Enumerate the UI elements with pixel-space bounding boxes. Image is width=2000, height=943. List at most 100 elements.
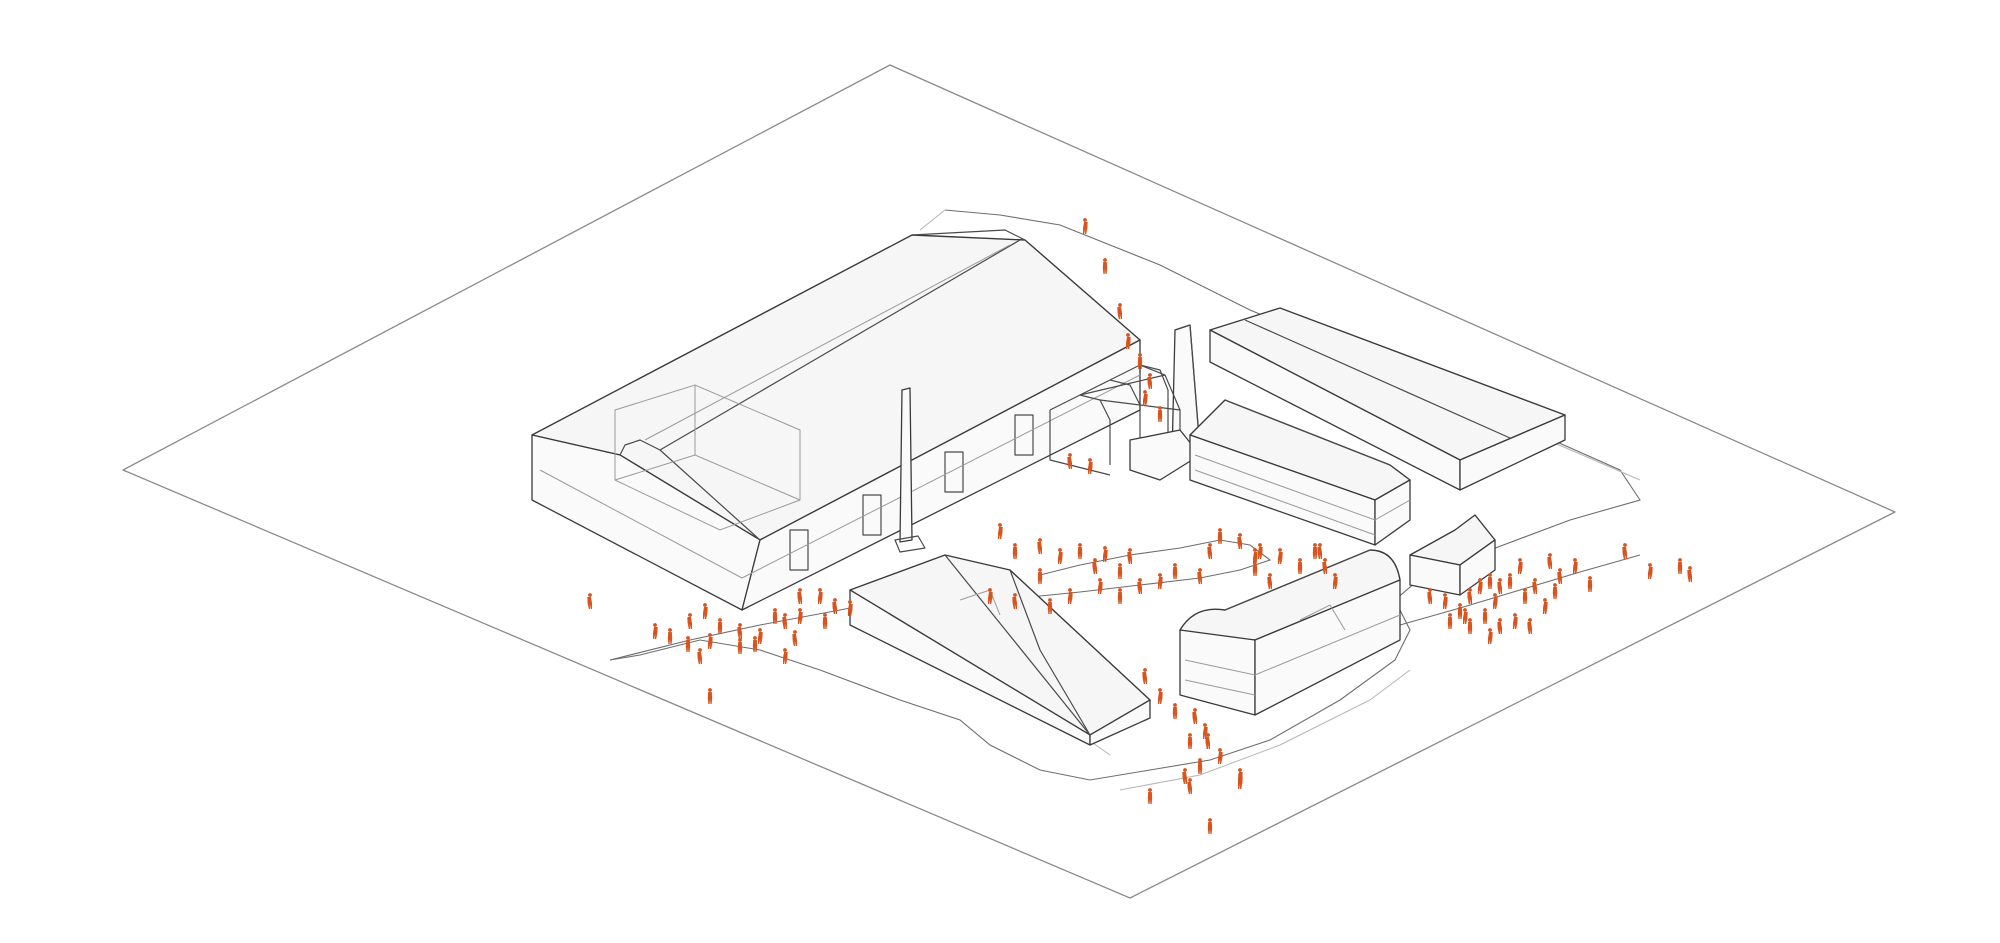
person-figure [1117, 563, 1123, 579]
person-figure [1047, 598, 1053, 614]
person-figure [1127, 548, 1133, 564]
person-figure [1462, 608, 1468, 624]
person-figure [1077, 543, 1083, 559]
person-figure [687, 613, 693, 629]
person-figure [792, 630, 798, 646]
person-figure [1192, 708, 1198, 724]
person-figure [1102, 258, 1108, 274]
person-figure [1217, 528, 1223, 544]
south-pavilion [849, 554, 1151, 746]
person-figure [685, 636, 691, 652]
person-figure [832, 598, 838, 614]
person-figure [1257, 543, 1263, 559]
person-figure [1137, 353, 1143, 369]
person-figure [1172, 703, 1178, 719]
person-figure [1087, 458, 1093, 474]
person-figure [1647, 563, 1653, 579]
person-figure [1512, 613, 1518, 629]
person-figure [1332, 573, 1338, 589]
person-figure [1487, 573, 1493, 589]
person-figure [1322, 558, 1328, 574]
person-figure [797, 608, 803, 624]
person-figure [1037, 568, 1043, 584]
person-figure [997, 523, 1003, 539]
person-figure [1057, 548, 1063, 564]
person-figure [1442, 593, 1448, 609]
main-warehouse [531, 229, 1141, 611]
person-figure [1677, 558, 1683, 574]
person-figure [1197, 568, 1203, 584]
person-figure [707, 688, 713, 704]
person-figure [1142, 668, 1148, 684]
person-figure [1557, 568, 1563, 584]
person-figure [1687, 566, 1693, 582]
barrel-vault-hall [1179, 549, 1401, 716]
person-figure [1082, 218, 1088, 234]
person-figure [1037, 538, 1043, 554]
person-figure [1552, 583, 1558, 599]
person-figure [1622, 543, 1628, 559]
person-figure [1522, 588, 1528, 604]
person-figure [1157, 406, 1163, 422]
person-figure [1527, 618, 1533, 634]
person-figure [1207, 543, 1213, 559]
person-figure [1182, 768, 1188, 784]
person-figure [1137, 578, 1143, 594]
northeast-long-shed [1209, 307, 1566, 491]
person-figure [702, 603, 708, 619]
person-figure [1477, 578, 1483, 594]
person-figure [1427, 588, 1433, 604]
person-figure [772, 608, 778, 624]
east-storey-building [1189, 399, 1411, 546]
person-figure [817, 588, 823, 604]
person-figure [1497, 578, 1503, 594]
footpath-courtyard [1019, 539, 1272, 599]
person-figure [1497, 618, 1503, 634]
person-figure [1507, 573, 1513, 589]
person-figure [1317, 543, 1323, 559]
person-figure [782, 648, 788, 664]
person-figure [1067, 588, 1073, 604]
person-figure [1517, 558, 1523, 574]
person-figure [847, 600, 853, 616]
person-figure [1237, 773, 1243, 789]
steel-frame-pavilion [1049, 364, 1201, 481]
person-figure [1102, 546, 1108, 562]
person-figure [1482, 608, 1488, 624]
person-figure [1187, 733, 1193, 749]
person-figure [1067, 453, 1073, 469]
person-figure [1547, 553, 1553, 569]
person-figure [1187, 778, 1193, 794]
person-figure [1312, 543, 1318, 559]
person-figure [1487, 628, 1493, 644]
person-figure [1125, 333, 1131, 349]
person-figure [1097, 578, 1103, 594]
person-figure [1267, 573, 1273, 589]
person-figure [1457, 603, 1463, 619]
person-figure [717, 618, 723, 634]
person-figure [1092, 558, 1098, 574]
person-figure [1572, 558, 1578, 574]
person-figure [1197, 758, 1203, 774]
site-ground-plane [122, 64, 1896, 899]
chimney-east [1171, 324, 1201, 456]
person-figure [707, 633, 713, 649]
person-figure [1492, 593, 1498, 609]
person-figure [1117, 303, 1123, 319]
person-figure [737, 638, 743, 654]
person-figure [1012, 543, 1018, 559]
person-figure [667, 628, 673, 644]
person-figure [782, 613, 788, 629]
person-figure [1147, 373, 1153, 389]
person-figure [1117, 588, 1123, 604]
person-figure [1587, 576, 1593, 592]
person-figure [752, 636, 758, 652]
person-figure [1237, 533, 1243, 549]
person-figure [797, 588, 803, 604]
person-figure [1217, 748, 1223, 764]
person-figure [1447, 613, 1453, 629]
person-figure [1147, 788, 1153, 804]
person-figure [737, 623, 743, 639]
person-figure [1297, 558, 1303, 574]
